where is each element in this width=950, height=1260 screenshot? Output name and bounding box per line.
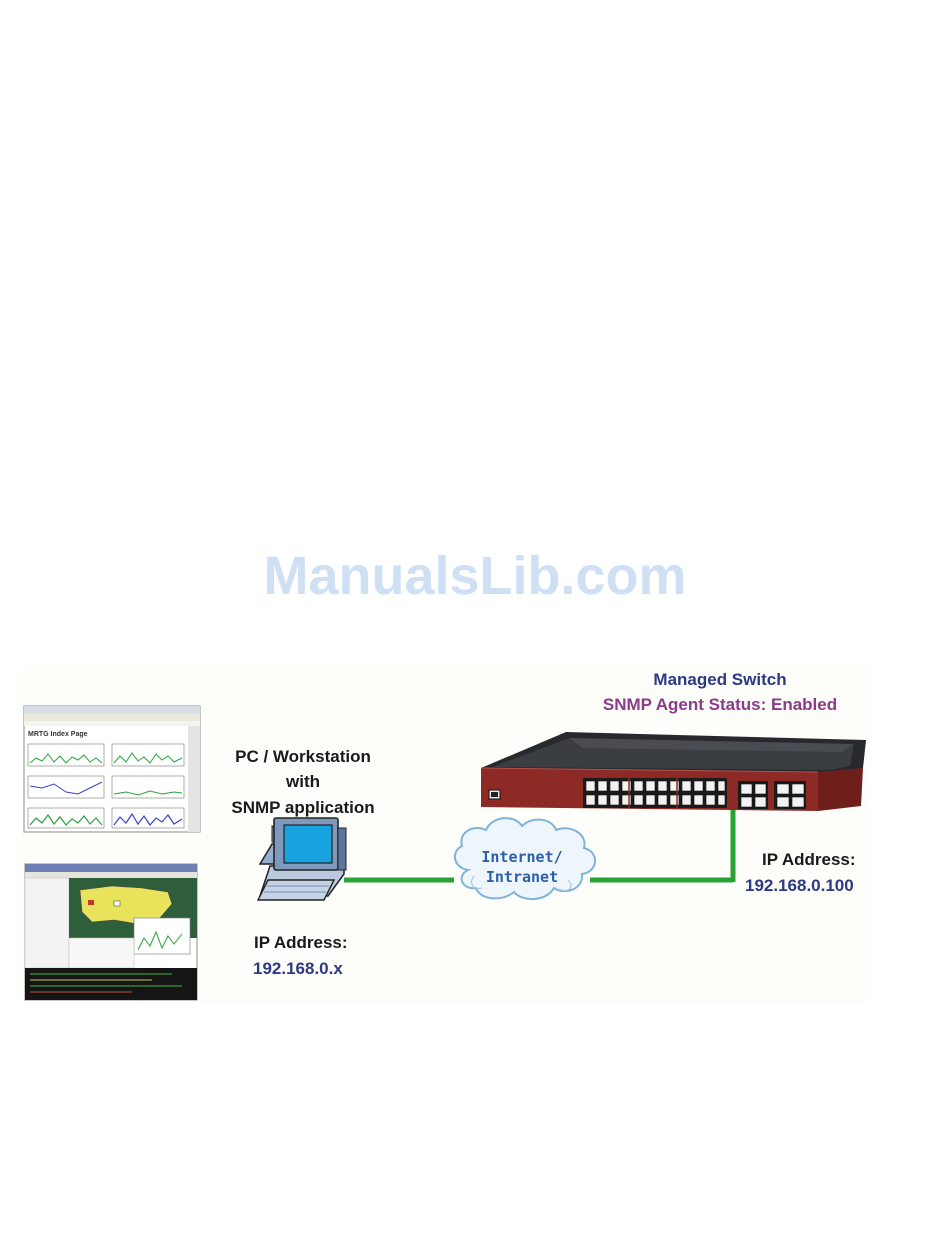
workstation-label-line1: PC / Workstation bbox=[218, 747, 388, 767]
cloud-label-line1: Internet/ bbox=[481, 848, 562, 866]
switch-rj45-ports bbox=[583, 778, 727, 808]
mrtg-screenshot bbox=[24, 706, 200, 832]
switch-title: Managed Switch bbox=[620, 670, 820, 690]
nms-screenshot bbox=[25, 864, 197, 1000]
diagram-graphics: MRTG Index Page bbox=[22, 668, 868, 1003]
workstation-ip-label: IP Address: bbox=[254, 933, 348, 953]
mrtg-title: MRTG Index Page bbox=[28, 731, 88, 738]
cloud-label-line2: Intranet bbox=[486, 868, 558, 886]
workstation-ip-value: 192.168.0.x bbox=[253, 959, 343, 979]
switch-icon bbox=[481, 732, 866, 811]
switch-ip-value: 192.168.0.100 bbox=[745, 876, 854, 896]
workstation-label-line3: SNMP application bbox=[218, 798, 388, 818]
watermark: ManualsLib.com bbox=[0, 545, 950, 607]
switch-ip-label: IP Address: bbox=[762, 850, 856, 870]
switch-snmp-status: SNMP Agent Status: Enabled bbox=[570, 695, 870, 715]
network-diagram: MRTG Index Page bbox=[22, 668, 868, 1003]
workstation-label-line2: with bbox=[218, 772, 388, 792]
pc-icon bbox=[258, 818, 346, 900]
